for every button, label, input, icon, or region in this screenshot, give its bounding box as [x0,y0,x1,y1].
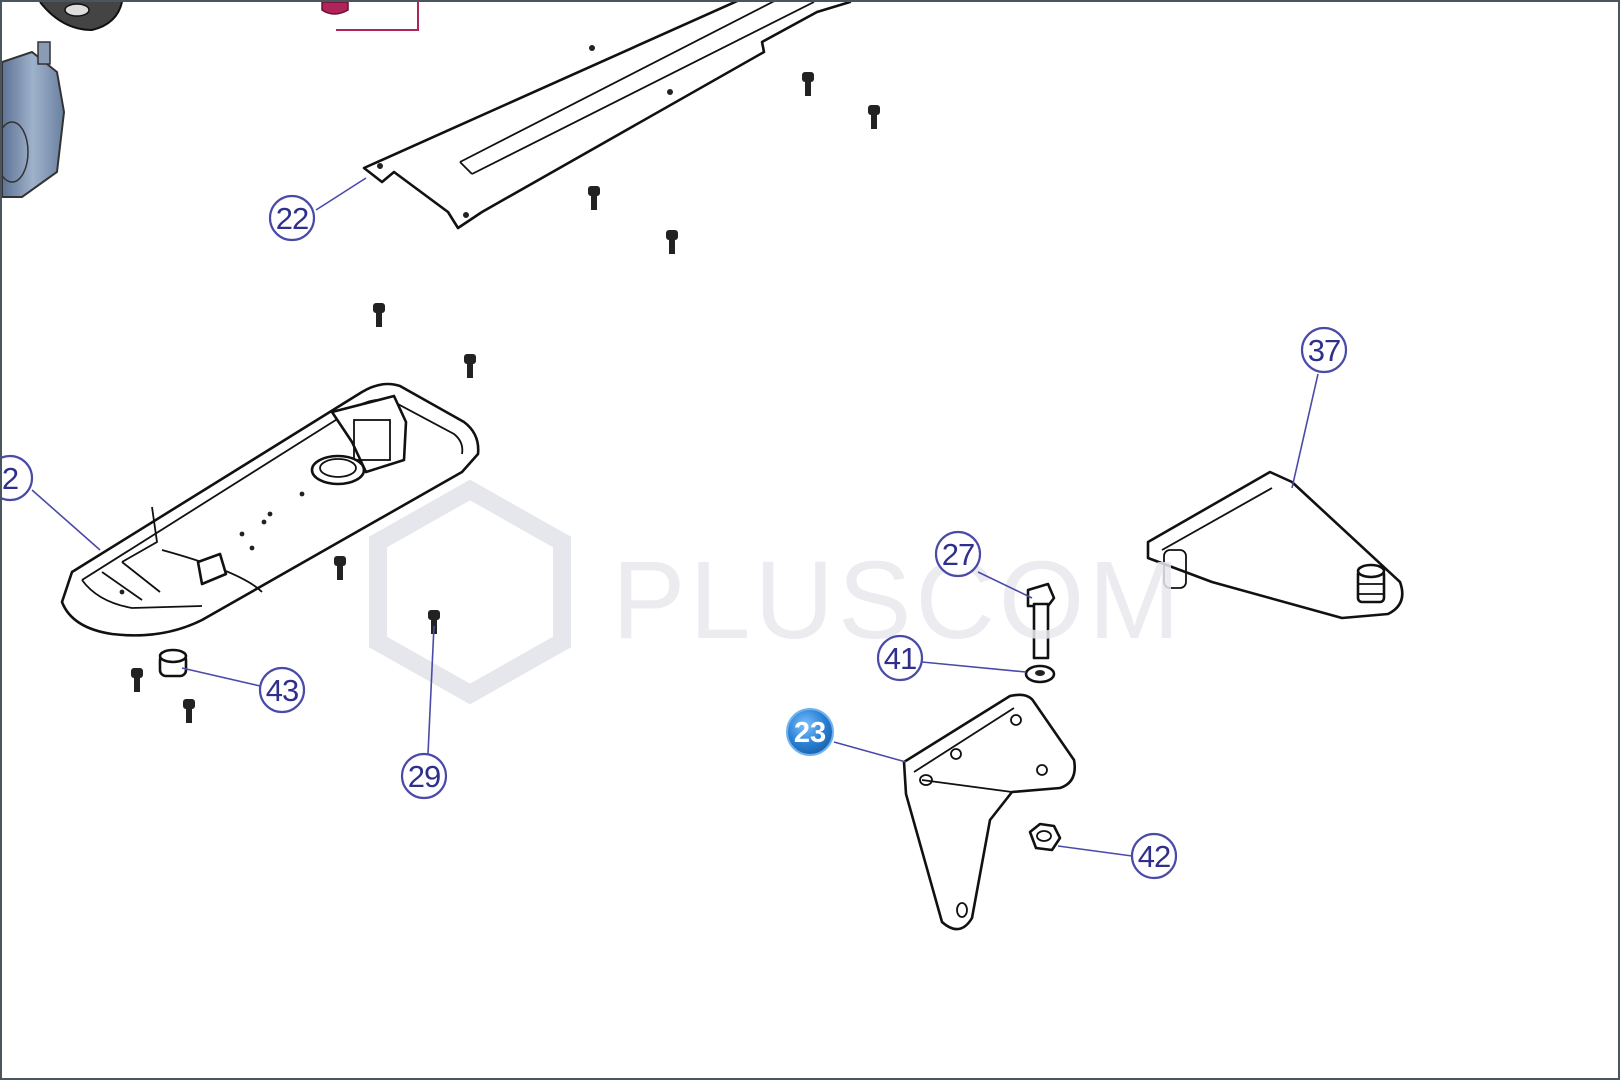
leader-lines [31,177,1319,857]
bolt-27 [1026,582,1056,660]
callout-label: 37 [1308,333,1340,368]
callout-label: 42 [1138,839,1170,874]
callout-label: 22 [276,201,308,236]
base-housing [60,382,480,637]
spacer-43 [158,648,188,678]
callout-42[interactable]: 42 [1130,832,1178,880]
gear-part [39,2,123,32]
callout-label: 43 [266,673,298,708]
callout-43[interactable]: 43 [258,666,306,714]
bracket-23 [902,693,1076,931]
callout-22[interactable]: 22 [268,194,316,242]
motor-part [2,41,66,198]
watermark: PLUSCOM [369,479,1180,705]
callout-label: 23 [794,717,826,749]
callout-41[interactable]: 41 [876,634,924,682]
rail-plate [362,2,852,230]
callout-label: 29 [408,759,440,794]
callout-29[interactable]: 29 [400,752,448,800]
highlighted-part [321,2,419,31]
callout-2[interactable]: 2 [2,454,34,502]
callout-37[interactable]: 37 [1300,326,1348,374]
bracket-37 [1146,470,1404,620]
washer-41 [1024,664,1056,684]
callout-label: 2 [2,461,18,496]
callout-23-selected[interactable]: 23 [786,708,834,756]
screws [131,72,880,723]
callout-label: 41 [884,641,916,676]
callout-label: 27 [942,537,974,572]
callout-27[interactable]: 27 [934,530,982,578]
nut-42 [1028,822,1062,852]
